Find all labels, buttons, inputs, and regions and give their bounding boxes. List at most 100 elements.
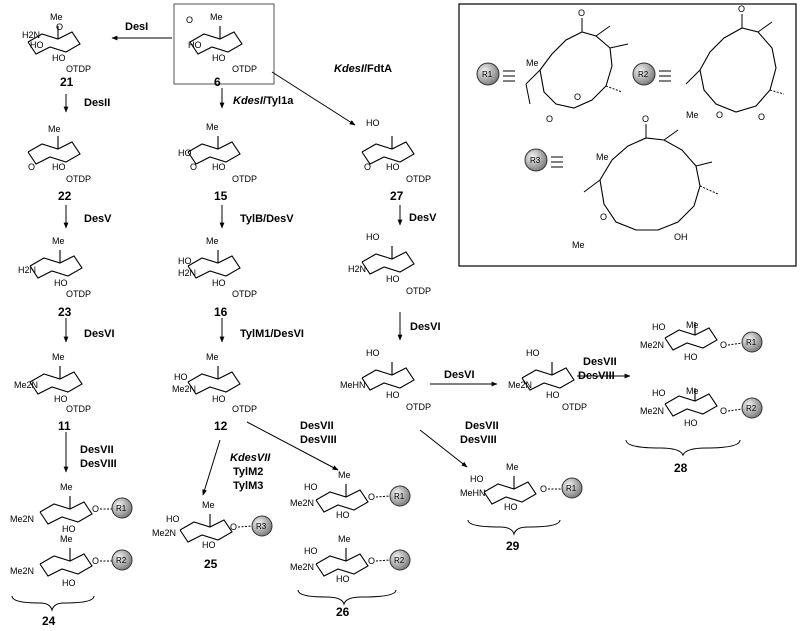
svg-text:Me: Me	[210, 12, 223, 22]
reaction-arrows	[63, 35, 631, 496]
enzyme-desI: DesI	[125, 21, 148, 33]
aglycone-bead-r1	[741, 331, 763, 353]
svg-text:Me2N: Me2N	[640, 340, 664, 350]
svg-text:HO: HO	[304, 546, 318, 556]
svg-text:Me: Me	[206, 352, 219, 362]
svg-text:HO: HO	[526, 348, 540, 358]
svg-text:HO: HO	[62, 578, 76, 588]
aglycone-legend-box	[458, 3, 797, 267]
compound-label-28: 28	[674, 461, 688, 475]
enzyme-tylM2: TylM2	[233, 466, 263, 478]
svg-text:Me2N: Me2N	[10, 514, 34, 524]
molecule-27: HO O HO OTDP 27	[361, 118, 431, 203]
svg-text:HO: HO	[366, 348, 380, 358]
brace-29	[467, 519, 561, 536]
svg-text:HO: HO	[166, 514, 180, 524]
svg-text:OTDP: OTDP	[232, 64, 257, 74]
svg-text:OTDP: OTDP	[66, 289, 91, 299]
svg-text:HO: HO	[202, 540, 216, 550]
molecule-6: Me O HO HO OTDP 6	[186, 12, 257, 89]
svg-text:Me: Me	[206, 236, 219, 246]
aglycone-bead-r2	[389, 549, 411, 571]
svg-text:HO: HO	[188, 40, 202, 50]
svg-text:O: O	[230, 522, 237, 532]
svg-text:Me: Me	[506, 462, 519, 472]
svg-text:HO: HO	[336, 510, 350, 520]
aglycone-bead-r3	[251, 515, 273, 537]
enzyme-desV-a: DesV	[84, 213, 112, 225]
aglycone-bead-r2	[111, 549, 133, 571]
svg-text:R2: R2	[394, 556, 405, 565]
svg-text:HO: HO	[652, 388, 666, 398]
svg-text:HO: HO	[54, 278, 68, 288]
svg-text:O: O	[92, 504, 99, 514]
svg-text:HO: HO	[30, 40, 44, 50]
compound-label-22: 22	[58, 189, 72, 203]
aglycone-bead-r1	[111, 497, 133, 519]
svg-text:O: O	[540, 484, 547, 494]
svg-text:Me2N: Me2N	[14, 380, 38, 390]
molecule-11: Me Me2N HO OTDP 11	[14, 352, 91, 433]
svg-text:Me: Me	[526, 58, 539, 68]
molecule-24-r1: Me Me2N HO O R1	[10, 482, 133, 534]
svg-text:Me: Me	[206, 122, 219, 132]
molecule-16: Me HO H2N HO OTDP 16	[178, 236, 257, 319]
svg-text:Me2N: Me2N	[290, 562, 314, 572]
svg-text:OTDP: OTDP	[406, 402, 431, 412]
svg-text:HO: HO	[212, 278, 226, 288]
compound-label-26: 26	[336, 605, 350, 619]
molecule-28-r1: HO Me Me2N HO O R1	[640, 320, 763, 362]
svg-text:HO: HO	[212, 162, 226, 172]
svg-text:Me: Me	[686, 386, 699, 396]
svg-text:R2: R2	[746, 404, 757, 413]
svg-text:R2: R2	[638, 70, 649, 79]
svg-text:HO: HO	[366, 118, 380, 128]
svg-text:O: O	[758, 112, 765, 122]
svg-text:Me2N: Me2N	[508, 380, 532, 390]
molecule-26-r2: HO Me Me2N HO O R2	[290, 534, 411, 584]
enzyme-desV-b: DesV	[409, 212, 437, 224]
svg-text:HO: HO	[504, 502, 518, 512]
svg-text:O: O	[190, 162, 197, 172]
compound-label-27: 27	[390, 189, 404, 203]
svg-text:OTDP: OTDP	[66, 64, 91, 74]
svg-text:R2: R2	[116, 556, 127, 565]
molecule-29: HO Me MeHN HO O R1	[460, 462, 583, 512]
svg-text:Me2N: Me2N	[172, 384, 196, 394]
enzyme-desVII-c: DesVII	[465, 420, 499, 432]
svg-text:O: O	[600, 212, 607, 222]
molecule-26-r1: HO Me Me2N HO O R1	[290, 470, 411, 520]
molecule-amine-intermediate: HO H2N HO OTDP	[348, 232, 431, 296]
enzyme-tylM3: TylM3	[233, 480, 263, 492]
enzyme-desVI-b: DesVI	[410, 321, 441, 333]
svg-text:Me: Me	[686, 110, 699, 120]
molecule-12: Me HO Me2N HO OTDP 12	[172, 352, 257, 433]
svg-text:OTDP: OTDP	[562, 402, 587, 412]
compound-label-21: 21	[60, 75, 74, 89]
svg-text:MeHN: MeHN	[460, 488, 486, 498]
svg-text:OTDP: OTDP	[232, 289, 257, 299]
svg-text:HO: HO	[178, 148, 192, 158]
svg-text:R1: R1	[116, 504, 127, 513]
enzyme-desVII-d: DesVII	[583, 356, 617, 368]
svg-text:H2N: H2N	[22, 30, 40, 40]
svg-text:HO: HO	[304, 482, 318, 492]
svg-text:OTDP: OTDP	[406, 286, 431, 296]
svg-text:O: O	[716, 110, 723, 120]
svg-text:HO: HO	[212, 394, 226, 404]
molecule-23: Me H2N HO OTDP 23	[18, 236, 91, 319]
svg-text:HO: HO	[386, 390, 400, 400]
enzyme-desVIII-a: DesVIII	[80, 458, 117, 470]
svg-text:Me: Me	[50, 12, 63, 22]
svg-text:Me: Me	[338, 534, 351, 544]
svg-text:HO: HO	[386, 162, 400, 172]
molecule-22: Me O HO OTDP 22	[27, 124, 91, 203]
svg-text:O: O	[720, 406, 727, 416]
svg-text:HO: HO	[178, 256, 192, 266]
enzyme-tylM1-desVI: TylM1/DesVI	[240, 328, 304, 340]
molecule-21: Me O H2N HO HO OTDP 21	[22, 12, 91, 89]
svg-text:HO: HO	[470, 474, 484, 484]
enzyme-desVIII-b: DesVIII	[300, 434, 337, 446]
svg-text:O: O	[574, 92, 581, 102]
svg-text:HO: HO	[52, 162, 66, 172]
